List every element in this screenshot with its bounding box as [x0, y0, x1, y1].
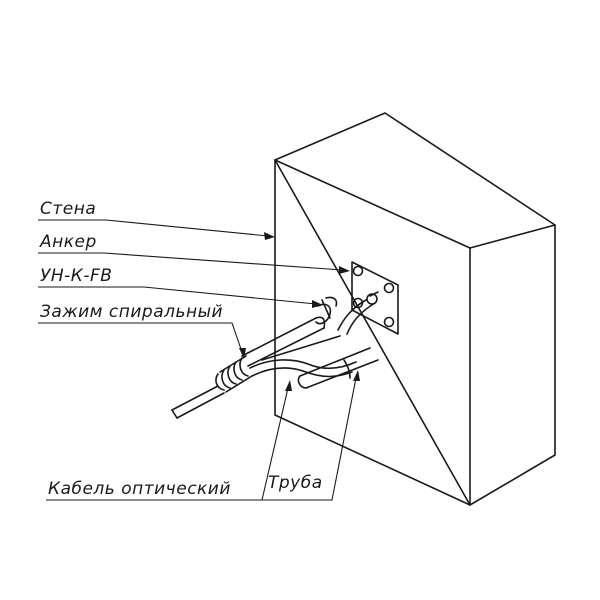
- spiral-clamp-coil: [215, 355, 253, 393]
- leader-spiral-clamp: [38, 322, 246, 359]
- bolt-bottom-right: [383, 316, 395, 328]
- wall-block: [274, 112, 556, 506]
- label-spiral-clamp: Зажим спиральный: [40, 302, 223, 322]
- bolt-top-right: [383, 282, 395, 294]
- leader-anchor: [38, 252, 350, 274]
- label-anchor: Анкер: [39, 232, 97, 252]
- leader-fitting: [38, 286, 323, 308]
- spiral-clamp-rods: [241, 316, 341, 367]
- fitting-yn-k-fb: [315, 296, 338, 325]
- label-wall: Стена: [40, 199, 96, 219]
- wall-side-face: [469, 224, 556, 506]
- wall-top-face: [274, 112, 556, 249]
- leader-wall: [38, 219, 275, 240]
- bolt-top-left: [352, 265, 364, 277]
- label-pipe: Труба: [268, 473, 323, 493]
- leader-pipe: [262, 370, 360, 501]
- label-optical-cable: Кабель оптический: [48, 479, 231, 499]
- pipe: [297, 347, 379, 389]
- anchor-plate: [337, 261, 399, 335]
- label-fitting: УН-К-FB: [40, 266, 112, 286]
- optical-cable: [171, 359, 357, 419]
- wall-front-face: [274, 159, 471, 506]
